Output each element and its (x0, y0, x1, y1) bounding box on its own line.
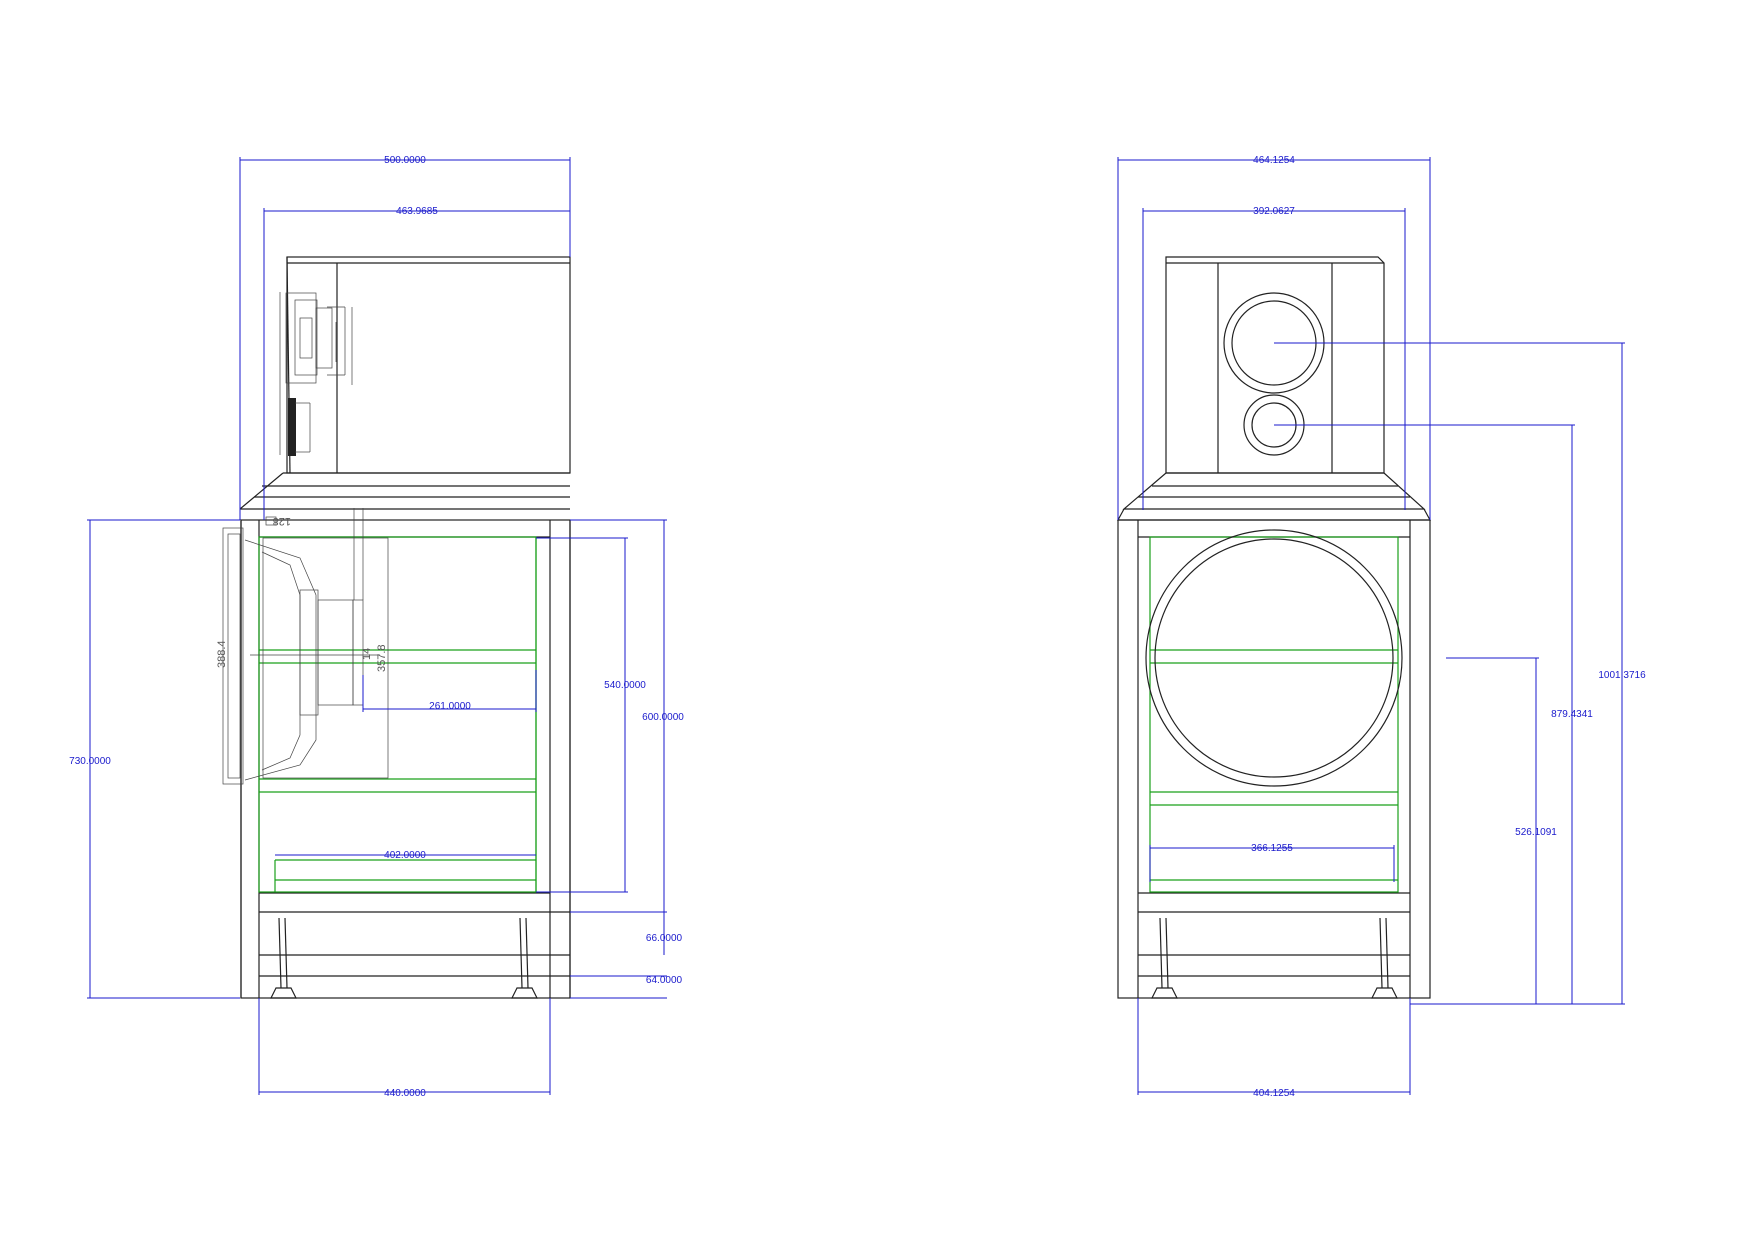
woofer-label-14: 14 (361, 648, 373, 660)
front-view (1116, 256, 1432, 999)
side-internal-panels (258, 536, 537, 893)
dim-front-879: 879.4341 (1551, 709, 1593, 720)
dim-side-402: 402.0000 (384, 850, 426, 861)
dim-front-526: 526.1091 (1515, 827, 1557, 838)
front-view-dimensions: 464.1254 392.0627 1001.3716 879.4341 526… (1117, 155, 1646, 1099)
front-main-cabinet (1117, 519, 1431, 999)
side-view: 388.4 128 14 357.8 (216, 256, 571, 999)
front-woofer-driver (1145, 529, 1403, 787)
woofer-diameter-label: 388.4 (216, 640, 228, 668)
dim-side-440: 440.0000 (384, 1088, 426, 1099)
dim-side-261: 261.0000 (429, 701, 471, 712)
front-feet (1151, 917, 1398, 999)
dim-side-600: 600.0000 (642, 712, 684, 723)
dim-front-464: 464.1254 (1253, 155, 1295, 166)
dim-side-540: 540.0000 (604, 680, 646, 691)
side-woofer-section (222, 508, 389, 785)
woofer-label-128: 128 (273, 515, 291, 527)
side-feet (270, 917, 538, 999)
front-internal-panels (1149, 536, 1399, 893)
side-view-dimensions: 500.0000 463.9685 730.0000 600.0000 540.… (69, 155, 684, 1099)
side-top-driver-section (279, 292, 353, 456)
dim-front-366: 366.1255 (1251, 843, 1293, 854)
side-top-cabinet (286, 256, 571, 474)
dim-side-730: 730.0000 (69, 756, 111, 767)
dim-front-1001: 1001.3716 (1598, 670, 1646, 681)
dim-side-500: 500.0000 (384, 155, 426, 166)
woofer-label-357: 357.8 (376, 644, 388, 672)
dim-side-64: 64.0000 (646, 975, 683, 986)
dim-side-463: 463.9685 (396, 206, 438, 217)
front-top-cabinet (1165, 256, 1385, 474)
dim-side-66: 66.0000 (646, 933, 683, 944)
dim-front-404: 404.1254 (1253, 1088, 1295, 1099)
dim-front-392: 392.0627 (1253, 206, 1295, 217)
